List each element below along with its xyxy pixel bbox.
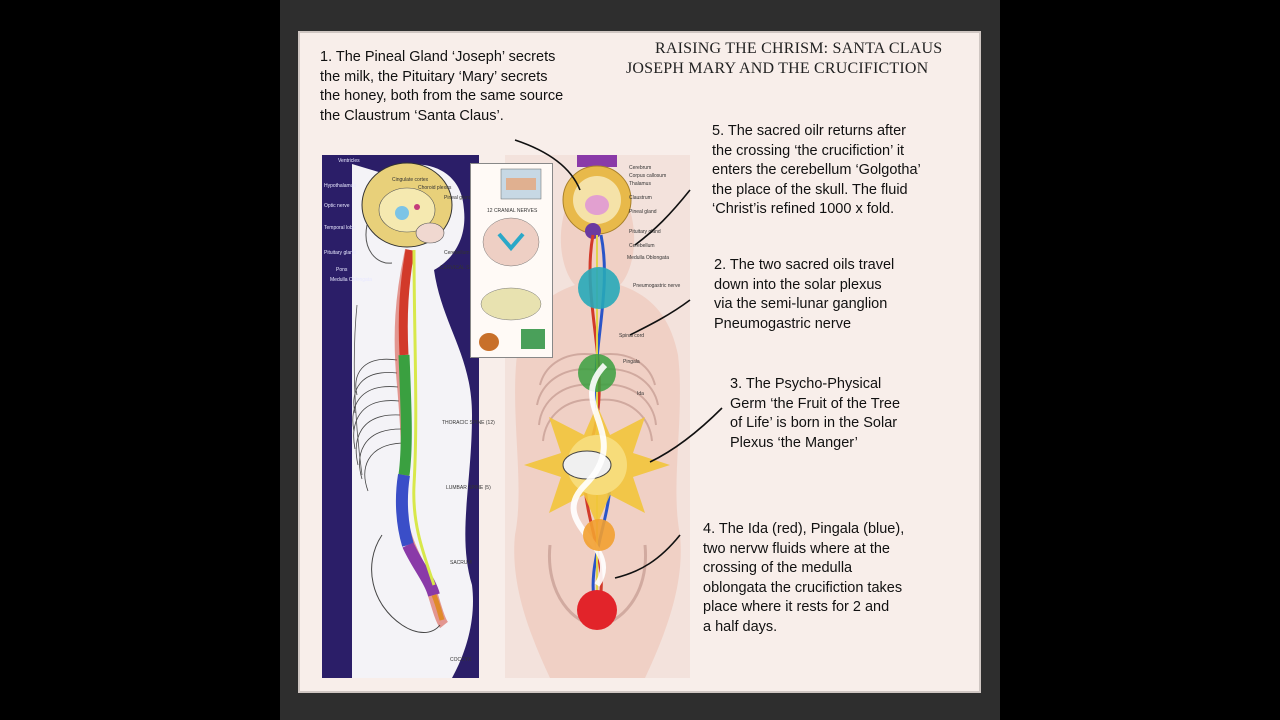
label-cervical: CERVICAL SPINE (7): [440, 265, 489, 271]
title-line-2: JOSEPH MARY AND THE CRUCIFICTION: [626, 60, 929, 77]
label-cranial-nerves: 12 CRANIAL NERVES: [487, 208, 538, 214]
label-pneumogastric: Pneumogastric nerve: [633, 283, 681, 289]
note-line: the milk, the Pituitary ‘Mary’ secrets: [320, 68, 548, 85]
label-cingulate: Cingulate cortex: [392, 177, 429, 183]
note-line: the honey, both from the same source: [320, 88, 564, 104]
label-spinal-cord: Spinal cord: [619, 333, 645, 339]
note-line: 4. The Ida (red), Pingala (blue),: [703, 521, 905, 537]
label-medulla-r: Medulla Oblongata: [627, 255, 669, 261]
spine-illustration: Ventricles Hypothalamus Optic nerve Temp…: [322, 155, 495, 678]
label-choroid: Choroid plexus: [418, 185, 452, 191]
note-line: ‘Christ’is refined 1000 x fold.: [712, 201, 895, 217]
note-3: 3. The Psycho-Physical Germ ‘the Fruit o…: [730, 375, 900, 453]
note-2: 2. The two sacred oils travel down into …: [714, 256, 894, 334]
label-cerebellum-r: Cerebellum: [629, 243, 655, 249]
inset-brain-sections: 12 CRANIAL NERVES: [470, 163, 553, 358]
note-line: enters the cerebellum ‘Golgotha’: [712, 162, 921, 178]
label-pituitary: Pituitary gland: [629, 229, 661, 235]
label-temporal-lobe: Temporal lobe: [324, 225, 356, 231]
label-ventricles: Ventricles: [338, 158, 360, 164]
label-pineal-gland: Pineal gland: [629, 209, 657, 215]
label-ida: Ida: [637, 391, 644, 397]
label-pons: Pons: [336, 267, 348, 273]
label-coccyx: COCCYX: [450, 657, 472, 663]
note-5: 5. The sacred oilr returns after the cro…: [712, 122, 921, 220]
label-claustrum: Claustrum: [629, 195, 652, 201]
note-line: Germ ‘the Fruit of the Tree: [730, 395, 901, 412]
label-sacrum: SACRUM: [450, 560, 472, 566]
note-4: 4. The Ida (red), Pingala (blue), two ne…: [703, 520, 904, 637]
label-medulla: Medulla Oblongata: [330, 277, 372, 283]
note-line: place where it rests for 2 and: [703, 599, 890, 615]
note-line: the Claustrum ‘Santa Claus’.: [320, 107, 504, 124]
note-line: via the semi-lunar ganglion: [714, 296, 888, 312]
label-cerebellum: Cerebellum: [444, 250, 470, 256]
note-line: two nervw fluids where at the: [703, 540, 890, 557]
note-line: the place of the skull. The fluid: [712, 181, 908, 198]
note-line: Pneumogastric nerve: [714, 315, 852, 332]
note-line: crossing of the medulla: [703, 560, 853, 576]
note-line: Plexus ‘the Manger’: [730, 434, 858, 451]
note-line: 1. The Pineal Gland ‘Joseph’ secrets: [320, 49, 556, 65]
note-line: the crossing ‘the crucifiction’ it: [712, 142, 905, 159]
note-line: a half days.: [703, 618, 778, 635]
note-line: 3. The Psycho-Physical: [730, 376, 882, 392]
note-1: 1. The Pineal Gland ‘Joseph’ secrets the…: [320, 48, 563, 126]
inset-svg: [479, 168, 545, 351]
label-pineal: Pineal gland: [444, 195, 472, 201]
label-pituitary-gland: Pituitary gland: [324, 250, 356, 256]
note-line: of Life’ is born in the Solar: [730, 415, 898, 431]
chakra-body-illustration: Cerebrum Corpus callosum Thalamus Claust…: [505, 155, 690, 678]
label-hypothalamus: Hypothalamus: [324, 183, 356, 189]
note-line: 5. The sacred oilr returns after: [712, 123, 906, 139]
label-pingala: Pingala: [623, 359, 640, 365]
title-line-1: RAISING THE CHRISM: SANTA CLAUS: [655, 40, 943, 57]
note-line: oblongata the crucifiction takes: [703, 579, 903, 596]
label-lumbar: LUMBAR SPINE (5): [446, 485, 491, 491]
note-line: down into the solar plexus: [714, 276, 882, 293]
label-cerebrum: Cerebrum: [629, 165, 652, 171]
label-optic-nerve: Optic nerve: [324, 203, 350, 209]
label-thoracic: THORACIC SPINE (12): [442, 420, 495, 426]
label-corpus-callosum: Corpus callosum: [629, 173, 667, 179]
spine-figure-svg: [322, 155, 473, 678]
label-thalamus: Thalamus: [629, 181, 651, 187]
chakra-figure-svg: [514, 155, 681, 678]
note-line: 2. The two sacred oils travel: [714, 257, 895, 273]
